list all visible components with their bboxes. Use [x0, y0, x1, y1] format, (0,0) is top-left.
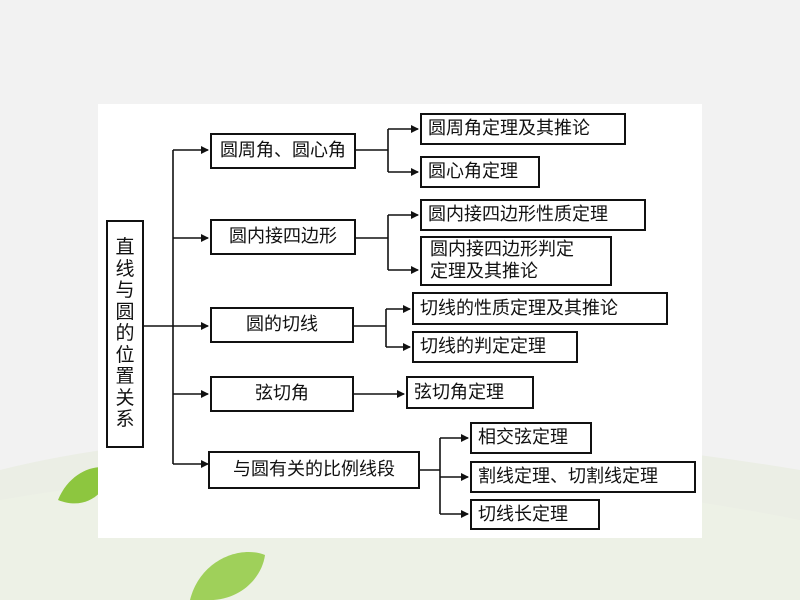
root-char: 位: [115, 343, 135, 366]
leaf-icon: [190, 552, 265, 600]
diagram-panel: 直 线 与 圆 的 位 置 关 系 圆周角、圆心角 圆内接四边形 圆的切线 弦切…: [98, 104, 702, 538]
root-char: 线: [115, 257, 135, 280]
root-char: 关: [115, 386, 135, 409]
leaf-label-line: 圆内接四边形判定: [430, 239, 574, 260]
group-box-proportional-segments: 与圆有关的比例线段: [208, 451, 420, 489]
leaf-label: 切线的判定定理: [420, 336, 546, 357]
leaf-label: 相交弦定理: [478, 427, 568, 448]
leaf-box: 圆周角定理及其推论: [420, 113, 626, 145]
leaf-label: 圆内接四边形性质定理: [428, 204, 608, 225]
connector-lines: [142, 125, 469, 518]
root-char: 置: [115, 365, 135, 388]
root-char: 系: [115, 408, 135, 431]
root-char: 的: [115, 322, 135, 345]
leaf-box: 圆内接四边形性质定理: [420, 199, 646, 231]
group-box-inscribed-central-angle: 圆周角、圆心角: [210, 133, 356, 169]
group-box-tangent-line: 圆的切线: [210, 307, 354, 343]
root-char: 圆: [115, 300, 135, 323]
leaf-box: 切线的性质定理及其推论: [412, 292, 668, 325]
leaf-box: 圆内接四边形判定 定理及其推论: [420, 236, 612, 286]
leaf-label: 切线长定理: [478, 503, 568, 525]
leaf-label-line: 定理及其推论: [430, 261, 538, 282]
root-char: 与: [115, 279, 135, 302]
leaf-label: 圆心角定理: [428, 161, 518, 182]
group-label: 圆的切线: [246, 314, 318, 335]
leaf-box: 割线定理、切割线定理: [470, 461, 696, 493]
leaf-label: 圆周角定理及其推论: [428, 118, 590, 139]
leaf-label: 弦切角定理: [414, 381, 504, 403]
group-label: 圆内接四边形: [229, 226, 337, 247]
leaf-label: 切线的性质定理及其推论: [420, 297, 618, 319]
leaf-box: 切线的判定定理: [412, 331, 578, 363]
group-box-cyclic-quadrilateral: 圆内接四边形: [210, 219, 356, 255]
root-box: 直 线 与 圆 的 位 置 关 系: [106, 220, 144, 448]
leaf-box: 切线长定理: [470, 499, 600, 530]
leaf-box: 圆心角定理: [420, 156, 540, 188]
group-box-chord-tangent-angle: 弦切角: [210, 376, 354, 412]
group-label: 与圆有关的比例线段: [233, 459, 395, 480]
group-label: 弦切角: [255, 383, 309, 404]
root-char: 直: [115, 236, 135, 259]
leaf-box: 相交弦定理: [470, 422, 592, 454]
group-label: 圆周角、圆心角: [220, 140, 346, 161]
leaf-label: 割线定理、切割线定理: [478, 466, 658, 487]
leaf-box: 弦切角定理: [406, 376, 534, 409]
